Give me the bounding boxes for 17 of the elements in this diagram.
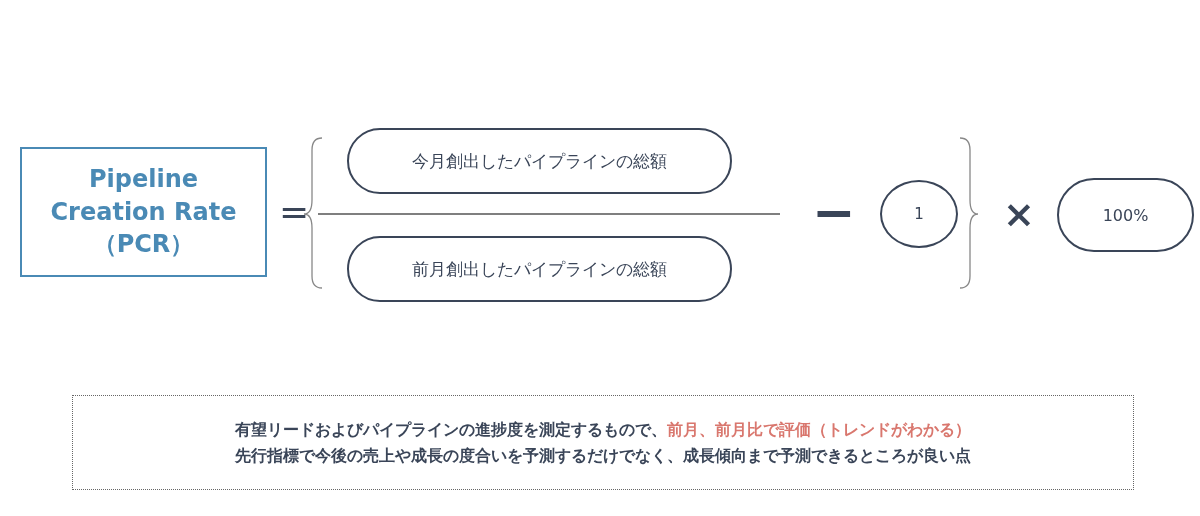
term-text: 1 xyxy=(914,205,924,223)
term-text: 今月創出したパイプラインの総額 xyxy=(412,149,667,173)
term-circle xyxy=(880,180,958,248)
times-sign: × xyxy=(1003,195,1035,233)
note-box xyxy=(72,395,1134,490)
term-text: Pipeline Creation Rate （PCR） xyxy=(49,164,238,261)
term-text: 100% xyxy=(1102,205,1149,225)
term-pill xyxy=(347,236,732,302)
term-pill xyxy=(347,128,732,194)
term-box xyxy=(20,147,267,277)
minus-sign: − xyxy=(812,186,856,238)
equals-sign: = xyxy=(279,194,310,230)
term-text: 前月創出したパイプラインの総額 xyxy=(412,257,667,281)
note-text: 先行指標で今後の売上や成長の度合いを予測するだけでなく、成長傾向まで予測できるところが良い点 xyxy=(235,445,971,465)
note-text: 有望リードおよびパイプラインの進捗度を測定するもので、 xyxy=(235,419,667,439)
term-pill xyxy=(1057,178,1194,252)
highlight-text: 前月、前月比で評価（トレンドがわかる） xyxy=(667,419,971,439)
